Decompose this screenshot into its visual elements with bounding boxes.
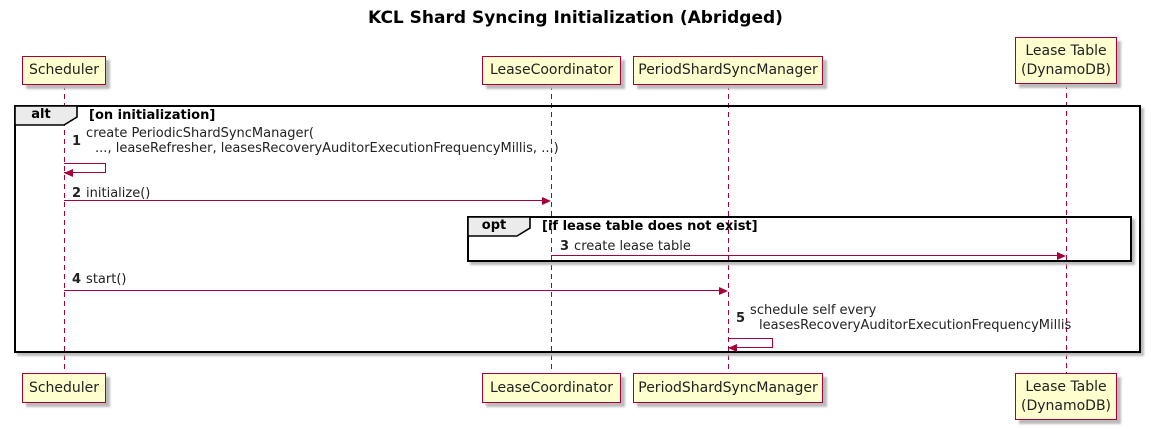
arrowhead-left-icon <box>64 169 73 177</box>
message-1-self-arrow <box>64 163 106 173</box>
participant-leasetable-bottom: Lease Table (DynamoDB) <box>1015 373 1117 420</box>
message-5-self-arrow <box>728 338 773 348</box>
participant-label: Scheduler <box>28 379 100 396</box>
opt-frame-condition: [if lease table does not exist] <box>542 219 758 234</box>
participant-label: PeriodShardSyncManager <box>638 379 818 396</box>
message-text: create lease table <box>574 239 691 254</box>
participant-leasecoordinator-bottom: LeaseCoordinator <box>482 373 621 403</box>
participant-periodshardsyncmanager-top: PeriodShardSyncManager <box>633 56 823 85</box>
alt-frame-label: alt <box>31 107 51 122</box>
message-number: 1 <box>72 133 82 149</box>
message-3-label: 3 create lease table <box>560 239 691 254</box>
alt-frame: alt [on initialization] <box>14 105 1141 353</box>
message-4-label: 4 start() <box>72 272 126 287</box>
opt-frame-label: opt <box>481 218 507 233</box>
message-number: 5 <box>736 310 746 326</box>
message-2-label: 2 initialize() <box>72 186 150 201</box>
participant-scheduler-top: Scheduler <box>22 56 106 85</box>
participant-label: LeaseCoordinator <box>489 62 614 78</box>
message-3-arrow <box>551 255 1057 256</box>
message-text: ..., leaseRefresher, leasesRecoveryAudit… <box>95 141 559 156</box>
alt-frame-header: alt [on initialization] <box>14 105 215 126</box>
lifeline-periodshardsyncmanager <box>728 85 729 373</box>
arrowhead-right-icon <box>1057 252 1066 260</box>
message-5-label: 5 schedule self every leasesRecoveryAudi… <box>736 303 1071 333</box>
participant-label: Lease Table <box>1025 42 1107 59</box>
message-number: 2 <box>72 186 82 201</box>
participant-label: (DynamoDB) <box>1020 397 1112 414</box>
arrowhead-right-icon <box>542 197 551 205</box>
message-2-arrow <box>64 200 543 201</box>
participant-label: LeaseCoordinator <box>489 379 614 396</box>
participant-label: Scheduler <box>28 62 100 78</box>
arrowhead-left-icon <box>728 344 737 352</box>
message-number: 3 <box>560 239 570 254</box>
frame-pentagon-icon: opt <box>467 216 531 237</box>
lifeline-leasetable <box>1066 84 1067 373</box>
participant-label: (DynamoDB) <box>1020 61 1112 78</box>
message-text: start() <box>86 272 127 287</box>
alt-frame-condition: [on initialization] <box>89 108 216 123</box>
message-text: schedule self every <box>750 303 877 318</box>
opt-frame: opt [if lease table does not exist] <box>467 216 1132 262</box>
participant-label: Lease Table <box>1025 378 1107 395</box>
diagram-title: KCL Shard Syncing Initialization (Abridg… <box>368 8 783 28</box>
message-text: initialize() <box>86 186 151 201</box>
arrowhead-right-icon <box>719 287 728 295</box>
participant-leasecoordinator-top: LeaseCoordinator <box>482 56 621 85</box>
message-1-label: 1 create PeriodicShardSyncManager( ..., … <box>72 126 559 156</box>
message-number: 4 <box>72 272 82 287</box>
message-text: leasesRecoveryAuditorExecutionFrequencyM… <box>759 318 1072 333</box>
participant-label: PeriodShardSyncManager <box>638 62 818 78</box>
opt-frame-header: opt [if lease table does not exist] <box>467 216 758 237</box>
participant-leasetable-top: Lease Table (DynamoDB) <box>1015 37 1117 84</box>
lifeline-leasecoordinator <box>551 85 552 373</box>
message-4-arrow <box>64 290 719 291</box>
message-text: create PeriodicShardSyncManager( <box>86 126 314 141</box>
lifeline-scheduler <box>64 85 65 373</box>
participant-scheduler-bottom: Scheduler <box>22 373 106 403</box>
participant-periodshardsyncmanager-bottom: PeriodShardSyncManager <box>633 373 823 403</box>
frame-pentagon-icon: alt <box>14 105 78 126</box>
